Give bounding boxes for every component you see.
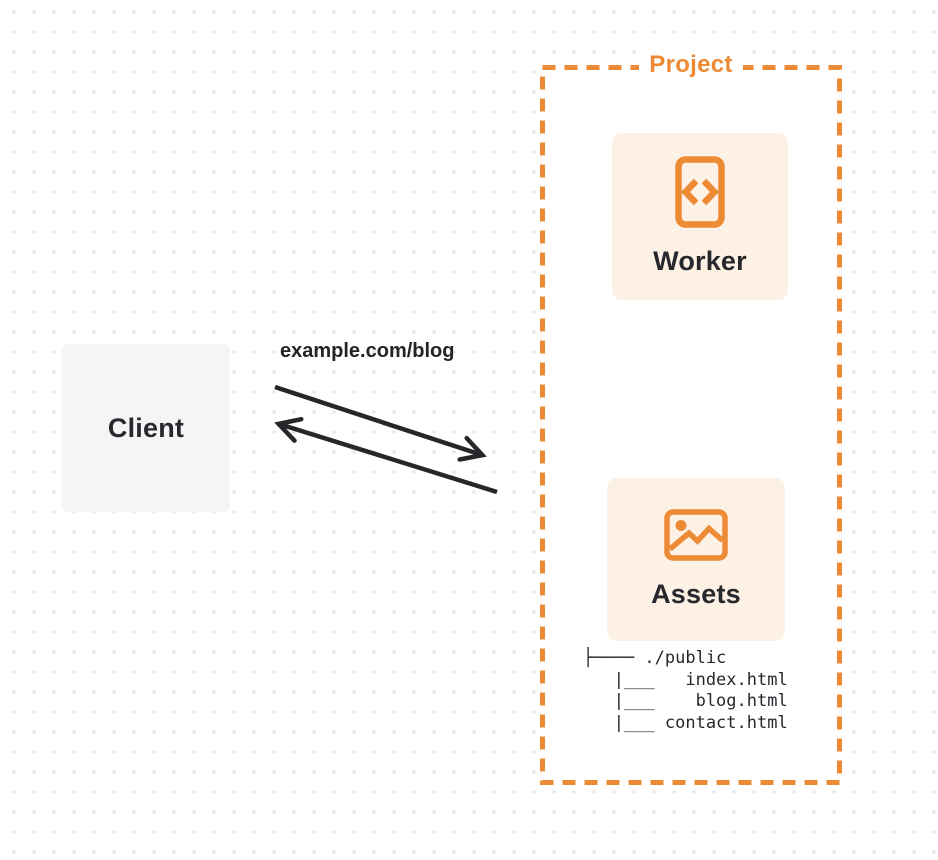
response-arrow <box>274 416 498 495</box>
request-arrow <box>274 384 487 462</box>
client-label: Client <box>107 412 185 443</box>
code-file-icon <box>675 156 725 228</box>
assets-node: Assets <box>607 478 785 641</box>
client-node: Client <box>62 344 230 512</box>
assets-file-tree: ├──── ./public |___ index.html |___ blog… <box>583 648 788 733</box>
project-label: Project <box>639 51 743 79</box>
worker-label: Worker <box>653 246 747 276</box>
image-icon <box>664 509 728 561</box>
request-url-label: example.com/blog <box>280 340 455 362</box>
worker-node: Worker <box>612 133 788 300</box>
project-group: Project <box>540 51 842 79</box>
assets-label: Assets <box>651 579 741 609</box>
